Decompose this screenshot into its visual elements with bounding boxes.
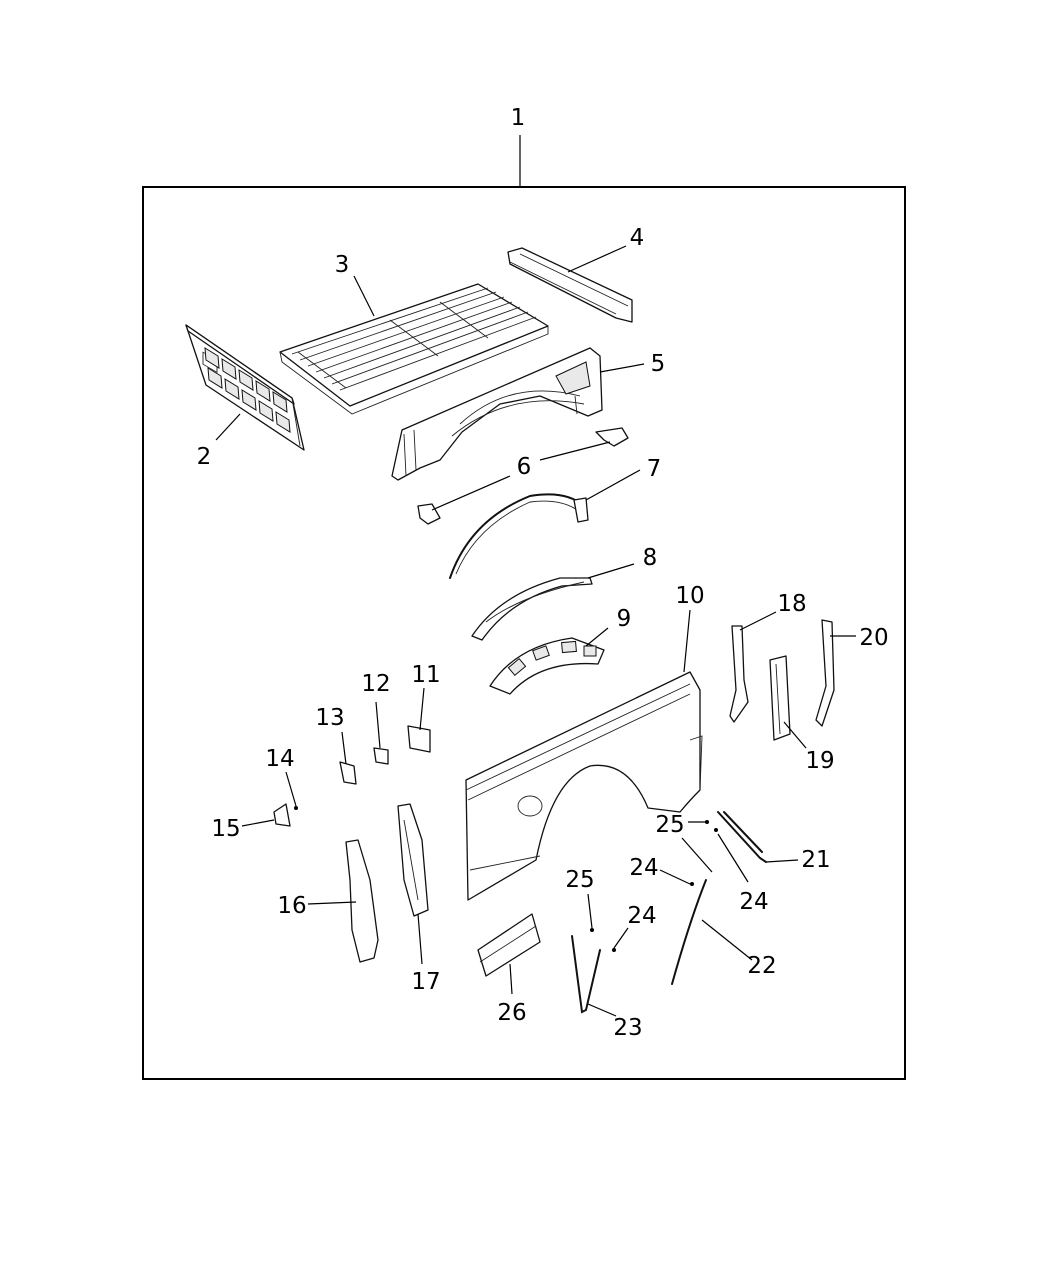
callout-1: 1	[511, 105, 526, 131]
callout-25-a: 25	[655, 812, 684, 838]
part-tail-pillar-19	[769, 655, 791, 741]
part-fastener-14	[294, 806, 298, 810]
part-bracket-15	[273, 803, 291, 827]
callout-3: 3	[335, 252, 350, 278]
part-rear-pillar-outer	[397, 803, 429, 917]
callout-24-c: 24	[627, 903, 656, 929]
callout-25-b: 25	[565, 867, 594, 893]
part-bracket-upper	[595, 427, 629, 447]
part-bracket-12	[373, 747, 389, 765]
callout-26: 26	[497, 1000, 526, 1026]
part-rod-21	[717, 811, 767, 863]
callout-12: 12	[361, 671, 390, 697]
part-rear-pillar-inner	[345, 839, 379, 963]
part-fastener-24-b	[714, 828, 718, 832]
callout-9: 9	[617, 606, 632, 632]
part-outer-box-side	[465, 671, 703, 901]
callout-24-b: 24	[739, 889, 768, 915]
callout-5: 5	[651, 351, 666, 377]
callout-10: 10	[675, 583, 704, 609]
callout-4: 4	[630, 225, 645, 251]
callout-20: 20	[859, 625, 888, 651]
callout-14: 14	[265, 746, 294, 772]
part-fastener-25-upper	[705, 820, 709, 824]
part-bracket-lower	[417, 503, 441, 525]
callout-24-a: 24	[629, 855, 658, 881]
part-wheelhouse-liner	[489, 637, 605, 695]
callout-2: 2	[197, 444, 212, 470]
leader-lines	[215, 245, 856, 1017]
part-inner-box-side	[391, 347, 603, 481]
part-wheelhouse-arch	[449, 493, 589, 579]
part-rod-22	[671, 879, 707, 985]
callout-17: 17	[411, 969, 440, 995]
callout-numbers: 1 2 3 4 5 6 7 8 9 10 11 12 13 14 15 16 1…	[197, 105, 889, 1041]
callout-11: 11	[411, 662, 440, 688]
part-wheelhouse-trim	[471, 577, 593, 641]
part-cross-member	[507, 247, 633, 323]
part-bracket-13	[339, 761, 357, 785]
part-bracket-11	[407, 725, 431, 753]
part-bed-floor	[279, 283, 549, 415]
callout-21: 21	[801, 847, 830, 873]
part-fastener-24-c	[612, 948, 616, 952]
callout-7: 7	[647, 456, 662, 482]
callout-15: 15	[211, 816, 240, 842]
callout-19: 19	[805, 748, 834, 774]
part-fastener-24-a	[690, 882, 694, 886]
callout-16: 16	[277, 893, 306, 919]
part-fastener-25-lower	[590, 928, 594, 932]
assembly-frame	[142, 186, 906, 1080]
part-tail-pillar-20	[815, 619, 835, 727]
part-tail-pillar-18	[729, 625, 749, 723]
part-rod-23	[571, 935, 601, 1014]
callout-23: 23	[613, 1015, 642, 1041]
callout-8: 8	[643, 545, 658, 571]
callout-18: 18	[777, 591, 806, 617]
callout-13: 13	[315, 705, 344, 731]
callout-6: 6	[517, 454, 532, 480]
part-front-bed-panel	[185, 324, 305, 451]
part-step-26	[477, 913, 541, 977]
callout-22: 22	[747, 953, 776, 979]
